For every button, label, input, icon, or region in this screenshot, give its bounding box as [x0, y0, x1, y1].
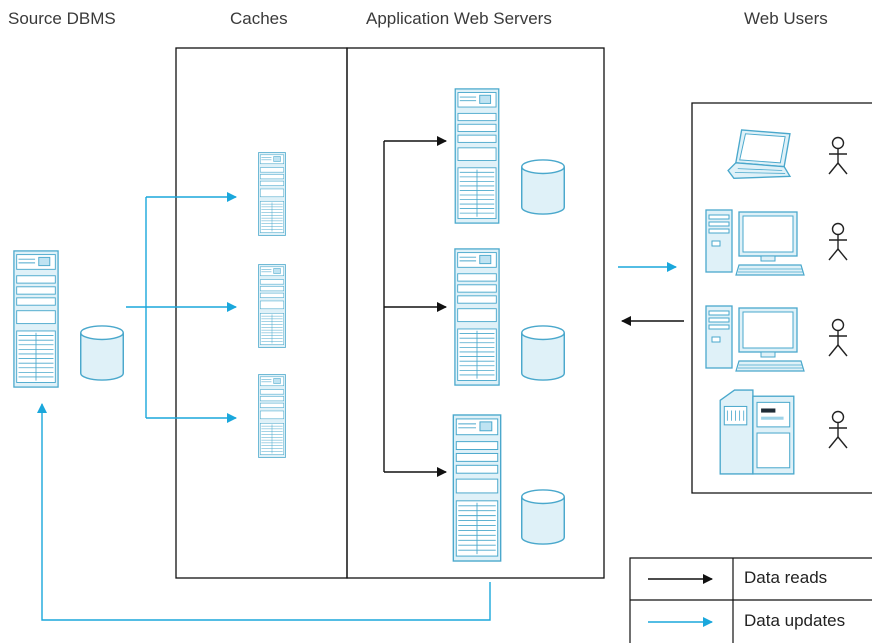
source-database-icon — [79, 325, 125, 381]
workstation-icon — [719, 389, 795, 475]
caches-header: Caches — [230, 9, 288, 28]
user-icon — [828, 222, 848, 261]
cache-server-icon — [258, 374, 286, 458]
app-servers-box — [346, 47, 605, 579]
app-server-icon — [452, 414, 502, 562]
legend-updates-label: Data updates — [744, 611, 846, 630]
desktop-computer-icon — [705, 209, 805, 276]
user-icon — [828, 136, 848, 175]
update-loop-arrow — [37, 403, 491, 621]
legend-reads-label: Data reads — [744, 568, 828, 587]
web-users-box — [691, 102, 872, 494]
legend — [629, 557, 872, 643]
desktop-computer-icon — [705, 305, 805, 372]
app-database-icon — [520, 325, 566, 381]
app-database-icon — [520, 489, 566, 545]
source-server-icon — [13, 250, 59, 388]
cache-server-icon — [258, 264, 286, 348]
app-server-icon — [454, 248, 500, 386]
user-icon — [828, 410, 848, 449]
web-users-header: Web Users — [744, 9, 828, 28]
user-icon — [828, 318, 848, 357]
app-servers-header: Application Web Servers — [366, 9, 552, 28]
cache-server-icon — [258, 152, 286, 236]
source-dbms-header: Source DBMS — [8, 9, 116, 28]
read-fanout-arrows — [383, 136, 447, 477]
laptop-icon — [727, 129, 791, 179]
app-database-icon — [520, 159, 566, 215]
app-server-icon — [454, 88, 500, 224]
update-fanout-arrows — [126, 192, 237, 423]
